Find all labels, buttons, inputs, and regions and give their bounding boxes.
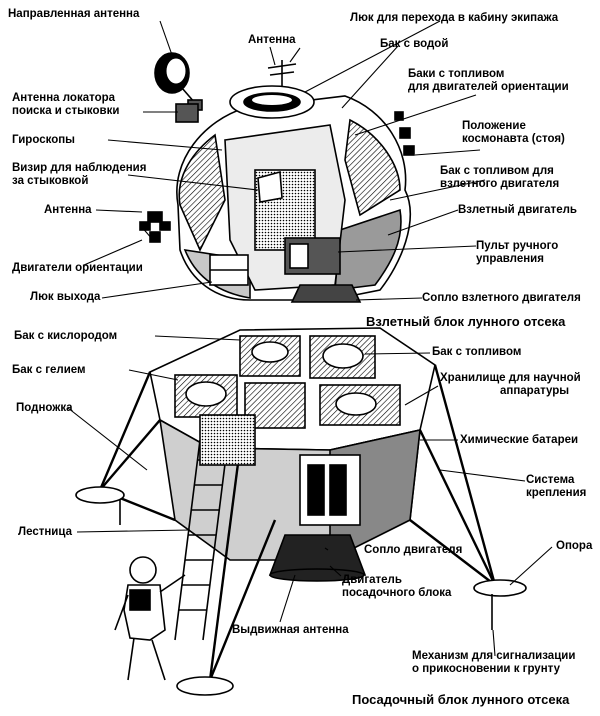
- label-strut: Опора: [556, 540, 593, 552]
- center-bay: [244, 382, 306, 429]
- label-deployable-antenna: Выдвижная антенна: [232, 624, 349, 636]
- label-ascent-fuel-tank: Бак с топливом для взлетного двигателя: [440, 165, 560, 190]
- leader-lines: [67, 20, 553, 657]
- landing-legs: [98, 364, 497, 681]
- descent-stage-drawing: [75, 327, 527, 696]
- ascent-facet-lower-right: [334, 208, 402, 291]
- label-gyroscopes: Гироскопы: [12, 134, 75, 146]
- label-ladder: Лестница: [18, 526, 72, 538]
- label-ascent-engine: Взлетный двигатель: [458, 204, 577, 216]
- ascent-window: [257, 170, 283, 203]
- rcs-quad-left: [139, 211, 171, 243]
- caption-ascent-stage: Взлетный блок лунного отсека: [366, 314, 566, 329]
- descent-engine-nozzle: [268, 534, 367, 576]
- label-contact-sensor: Механизм для сигнализации о прикосновени…: [412, 650, 576, 675]
- porch: [199, 414, 256, 466]
- label-attachment-system: Система крепления: [526, 474, 587, 499]
- label-footpad: Подножка: [16, 402, 73, 414]
- label-science-storage: Хранилище для научной аппаратуры: [440, 372, 581, 397]
- label-docking-sight: Визир для наблюдения за стыковкой: [12, 162, 147, 187]
- label-astronaut-position: Положение космонавта (стоя): [462, 120, 565, 145]
- ascent-stage-drawing: [139, 52, 415, 303]
- label-engine-nozzle: Сопло двигателя: [364, 544, 463, 556]
- label-antenna-top: Антенна: [248, 34, 296, 46]
- label-water-tank: Бак с водой: [380, 38, 449, 50]
- footpad-front: [176, 676, 234, 696]
- radar-antenna: [175, 103, 199, 123]
- label-hatch-to-cabin: Люк для перехода в кабину экипажа: [350, 12, 559, 24]
- caption-descent-stage: Посадочный блок лунного отсека: [352, 692, 570, 707]
- label-rcs-fuel-tanks: Баки с топливом для двигателей ориентаци…: [408, 68, 569, 93]
- label-oxygen-tank: Бак с кислородом: [14, 330, 118, 342]
- ascent-facet-left: [178, 133, 226, 252]
- label-exit-hatch: Люк выхода: [30, 291, 101, 303]
- label-batteries: Химические батареи: [460, 434, 579, 446]
- ascent-console-face: [289, 243, 309, 269]
- label-fuel-tank: Бак с топливом: [432, 346, 522, 358]
- astronaut-figure: [114, 556, 186, 681]
- label-rcs-thrusters: Двигатели ориентации: [12, 262, 143, 274]
- footpad-right: [473, 579, 527, 597]
- ascent-nozzle: [290, 284, 362, 303]
- ladder: [174, 439, 229, 641]
- label-radar-antenna: Антенна локатора поиска и стыковки: [12, 92, 120, 117]
- label-ascent-nozzle: Сопло взлетного двигателя: [422, 292, 581, 304]
- label-helium-tank: Бак с гелием: [12, 364, 86, 376]
- footpad-left: [75, 486, 125, 504]
- label-directional-antenna: Направленная антенна: [8, 8, 140, 20]
- label-antenna-left: Антенна: [44, 204, 92, 216]
- label-manual-control-panel: Пульт ручного управления: [476, 240, 559, 265]
- rcs-quad-right: [394, 111, 415, 156]
- ascent-facet-right: [344, 118, 401, 217]
- label-descent-engine: Двигатель посадочного блока: [342, 574, 452, 599]
